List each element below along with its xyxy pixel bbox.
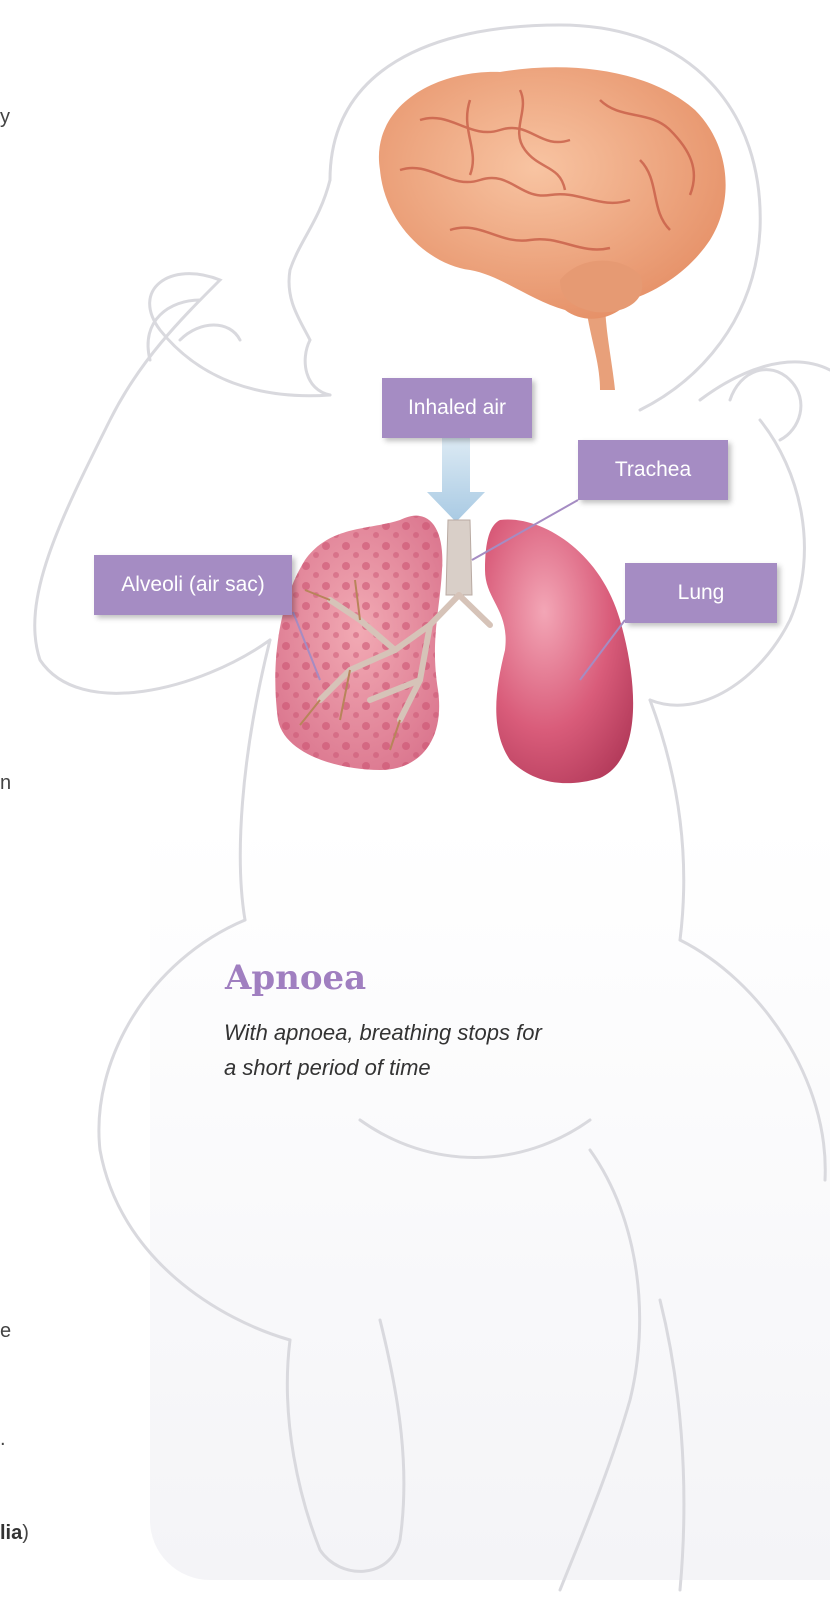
right-lung [485,520,633,784]
baby-right-arm [650,362,830,705]
baby-right-leg [560,1150,684,1590]
baby-left-leg [287,1320,404,1571]
baby-belly [360,1120,590,1158]
caption-title: Apnoea [225,958,366,998]
lung-label: Lung [625,563,777,623]
inhaled-air-arrow [427,432,485,522]
alveoli-label: Alveoli (air sac) [94,555,292,615]
brain-shape [379,67,726,318]
brain-illustration [379,67,726,390]
alveoli-texture [275,516,442,770]
lungs-illustration [275,516,633,784]
trachea-label: Trachea [578,440,728,500]
baby-face-outline [289,180,330,395]
baby-lower-body [99,920,825,1340]
inhaled-air-label: Inhaled air [382,378,532,438]
trachea [446,520,472,595]
baby-outline [35,25,830,1590]
caption-text: With apnoea, breathing stops for a short… [224,1015,554,1085]
